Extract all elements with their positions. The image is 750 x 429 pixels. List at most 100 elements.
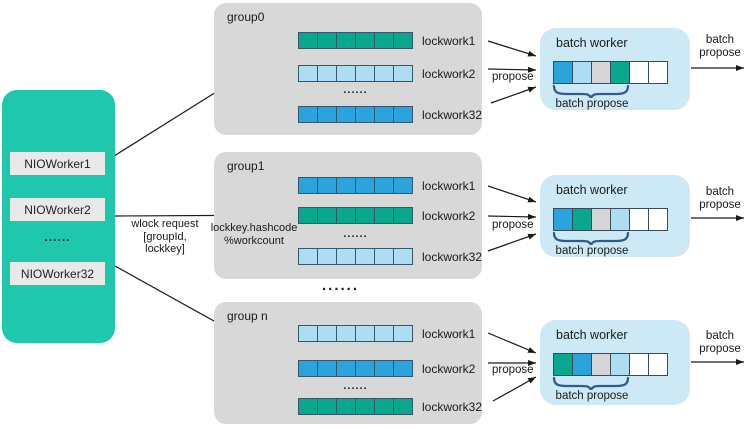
queue-cell — [393, 106, 413, 123]
queue-cell — [393, 325, 413, 342]
groups-ellipsis: ...... — [322, 277, 360, 294]
nioworker2-box: NIOWorker2 — [10, 198, 105, 221]
batch-propose-out-line1: batch — [705, 34, 735, 46]
group-n-lockwork1-row: lockwork1 — [298, 325, 475, 342]
wlock-request-label: wlock request [groupId, lockkey] — [123, 218, 207, 256]
lockwork-label: lockwork32 — [422, 249, 483, 264]
queue-cell — [553, 61, 573, 84]
group-n-panel: group n lockwork1 lockwork2 ...... lockw… — [214, 302, 482, 424]
lockwork-queue — [298, 177, 413, 194]
queue-cell — [610, 61, 630, 84]
batch-propose-out-line2: propose — [699, 199, 741, 211]
queue-cell — [648, 208, 668, 231]
lockwork-label: lockwork2 — [422, 361, 476, 376]
queue-cell — [298, 106, 318, 123]
hashcode-line2: %workcount — [224, 234, 284, 247]
queue-cell — [355, 325, 375, 342]
queue-cell — [374, 398, 394, 415]
batch-worker-title: batch worker — [556, 328, 628, 342]
brace-icon — [552, 231, 630, 245]
group1-title: group1 — [227, 159, 265, 173]
queue-cell — [355, 32, 375, 49]
group0-lockwork1-row: lockwork1 — [298, 32, 475, 49]
batch-buffer — [553, 208, 668, 231]
queue-cell — [374, 32, 394, 49]
queue-cell — [355, 207, 375, 224]
batch-propose-out-line2: propose — [699, 343, 741, 355]
batch-worker-panel-1: batch worker batch propose — [540, 175, 690, 257]
batch-propose-label: batch propose — [555, 98, 629, 110]
lockwork-label: lockwork2 — [422, 66, 476, 81]
queue-cell — [317, 248, 337, 265]
lockwork-queue — [298, 207, 413, 224]
batch-propose-out-line1: batch — [705, 186, 735, 198]
group-n-lockwork32-row: lockwork32 — [298, 398, 482, 415]
queue-cell — [591, 208, 611, 231]
group1-lockwork32-row: lockwork32 — [298, 248, 482, 265]
queue-cell — [355, 248, 375, 265]
nioworker-ellipsis: ...... — [44, 230, 71, 244]
propose-label-0: propose — [492, 71, 534, 83]
lockwork-queue — [298, 248, 413, 265]
queue-cell — [355, 106, 375, 123]
queue-cell — [648, 61, 668, 84]
batch-worker-panel-2: batch worker batch propose — [540, 320, 690, 405]
queue-cell — [553, 208, 573, 231]
queue-cell — [374, 360, 394, 377]
lockwork-queue — [298, 398, 413, 415]
queue-cell — [317, 106, 337, 123]
queue-cell — [317, 177, 337, 194]
batch-propose-label: batch propose — [555, 390, 629, 402]
queue-cell — [336, 207, 356, 224]
queue-cell — [355, 360, 375, 377]
queue-cell — [572, 61, 592, 84]
queue-cell — [393, 65, 413, 82]
batch-propose-out-line1: batch — [705, 330, 735, 342]
queue-cell — [298, 325, 318, 342]
queue-cell — [374, 65, 394, 82]
group1-lockwork1-row: lockwork1 — [298, 177, 475, 194]
queue-cell — [393, 398, 413, 415]
queue-cell — [317, 360, 337, 377]
queue-cell — [336, 360, 356, 377]
propose-label-1: propose — [492, 219, 534, 231]
batch-buffer — [553, 61, 668, 84]
brace-icon — [552, 84, 630, 98]
queue-cell — [317, 32, 337, 49]
batch-propose-out-line2: propose — [699, 47, 741, 59]
queue-cell — [336, 106, 356, 123]
nioworker-panel: NIOWorker1 NIOWorker2 ...... NIOWorker32 — [2, 90, 115, 343]
group0-title: group0 — [227, 10, 265, 24]
queue-cell — [317, 398, 337, 415]
group-n-ellipsis: ...... — [343, 380, 368, 392]
queue-cell — [629, 208, 649, 231]
batch-worker-title: batch worker — [556, 36, 628, 50]
queue-cell — [355, 177, 375, 194]
lockwork-label: lockwork1 — [422, 33, 476, 48]
queue-cell — [374, 325, 394, 342]
queue-cell — [393, 177, 413, 194]
batch-worker-panel-0: batch worker batch propose — [540, 28, 690, 110]
queue-cell — [336, 248, 356, 265]
queue-cell — [648, 353, 668, 376]
lockwork-label: lockwork32 — [422, 107, 483, 122]
queue-cell — [393, 32, 413, 49]
group0-ellipsis: ...... — [343, 84, 368, 96]
lockwork-queue — [298, 360, 413, 377]
propose-label-2: propose — [492, 364, 534, 376]
nioworker32-box: NIOWorker32 — [10, 262, 105, 285]
queue-cell — [298, 360, 318, 377]
queue-cell — [572, 208, 592, 231]
lockwork-label: lockwork32 — [422, 399, 483, 414]
queue-cell — [572, 353, 592, 376]
lockwork-label: lockwork1 — [422, 326, 476, 341]
queue-cell — [393, 207, 413, 224]
queue-cell — [393, 360, 413, 377]
queue-cell — [374, 106, 394, 123]
batch-buffer — [553, 353, 668, 376]
queue-cell — [629, 353, 649, 376]
group0-lockwork2-row: lockwork2 — [298, 65, 475, 82]
lockwork-label: lockwork1 — [422, 178, 476, 193]
group1-lockwork2-row: lockwork2 — [298, 207, 475, 224]
queue-cell — [336, 32, 356, 49]
